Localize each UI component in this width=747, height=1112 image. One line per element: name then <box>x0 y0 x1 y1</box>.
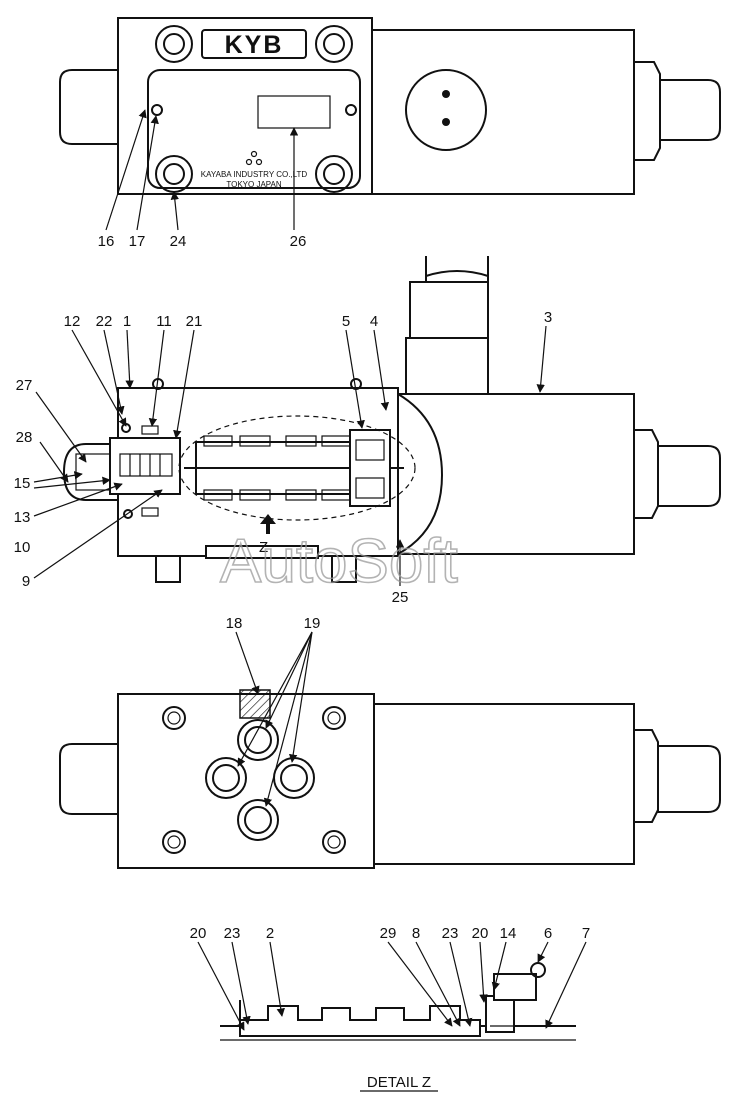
callout-5: 5 <box>342 313 350 330</box>
cable-gland <box>409 281 489 339</box>
callout-24: 24 <box>170 233 187 250</box>
callout-23b: 23 <box>442 925 459 942</box>
callout-12: 12 <box>64 313 81 330</box>
callout-3: 3 <box>544 309 552 326</box>
callout-8: 8 <box>412 925 420 942</box>
detail-z: 20 23 2 29 8 23 20 14 6 7 DETAIL Z <box>190 925 590 1092</box>
detail-z-outline <box>178 415 416 521</box>
mounting-hole-icon <box>322 706 346 730</box>
seal-assembly <box>349 429 391 507</box>
callout-1: 1 <box>123 313 131 330</box>
connector-box <box>405 337 489 397</box>
connector-pin-bottom <box>442 118 450 126</box>
port-right <box>331 555 357 583</box>
manual-cap <box>62 443 119 501</box>
right-nut <box>633 61 661 161</box>
callout-14: 14 <box>500 925 517 942</box>
nameplate-border <box>147 69 361 189</box>
port-o-ring-icon <box>237 719 279 761</box>
callout-28: 28 <box>16 429 33 446</box>
bottom-right-knob <box>657 745 721 813</box>
callout-13: 13 <box>14 509 31 526</box>
port-o-ring-icon <box>205 757 247 799</box>
mounting-hole-icon <box>162 706 186 730</box>
top-view: KYB KAYABA INDUSTRY CO.,LTD TOKYO JAPAN … <box>59 17 721 250</box>
bottom-nut <box>633 729 659 823</box>
callout-9: 9 <box>22 573 30 590</box>
solenoid-housing-bottom <box>373 703 635 865</box>
callout-27: 27 <box>16 377 33 394</box>
callout-20: 20 <box>190 925 207 942</box>
bottom-left-knob <box>59 743 119 815</box>
connector-pin-top <box>442 90 450 98</box>
plug-18 <box>239 689 271 719</box>
callout-10: 10 <box>14 539 31 556</box>
ball-6 <box>530 962 546 978</box>
callout-15: 15 <box>14 475 31 492</box>
callout-26: 26 <box>290 233 307 250</box>
cable <box>425 256 489 282</box>
logo-text: KYB <box>225 31 284 59</box>
solenoid-housing-top <box>371 29 635 195</box>
callout-7: 7 <box>582 925 590 942</box>
cap-block <box>493 973 537 1001</box>
callout-2: 2 <box>266 925 274 942</box>
section-view: Z 12 22 1 11 21 5 4 3 27 28 15 13 10 9 2… <box>14 256 721 606</box>
pin-hole-left <box>151 104 163 116</box>
spool-profile <box>239 1005 481 1037</box>
callout-19: 19 <box>304 615 321 632</box>
callout-20b: 20 <box>472 925 489 942</box>
logo-plate <box>201 29 307 59</box>
o-ring <box>123 509 133 519</box>
callout-4: 4 <box>370 313 378 330</box>
mounting-hole-icon <box>162 830 186 854</box>
detail-title: DETAIL Z <box>367 1074 431 1091</box>
callout-21: 21 <box>186 313 203 330</box>
callout-25: 25 <box>392 589 409 606</box>
callout-16: 16 <box>98 233 115 250</box>
left-knob <box>59 69 119 145</box>
bolt-icon <box>315 155 353 193</box>
bolt-icon <box>155 25 193 63</box>
mounting-hole-icon <box>322 830 346 854</box>
callout-29: 29 <box>380 925 397 942</box>
callout-23: 23 <box>224 925 241 942</box>
port-left <box>155 555 181 583</box>
company-location: TOKYO JAPAN <box>226 180 281 189</box>
watermark: AutoSoft <box>220 527 458 596</box>
callout-18: 18 <box>226 615 243 632</box>
pin-hole-right <box>345 104 357 116</box>
callout-17: 17 <box>129 233 146 250</box>
view-marker: Z <box>259 539 268 556</box>
section-nut <box>633 429 659 519</box>
callout-6: 6 <box>544 925 552 942</box>
base-plate <box>205 545 319 559</box>
company-name: KAYABA INDUSTRY CO.,LTD <box>201 170 308 179</box>
port-o-ring-icon <box>237 799 279 841</box>
right-knob <box>659 79 721 141</box>
section-knob <box>657 445 721 507</box>
connector-circle <box>405 69 487 151</box>
callout-11: 11 <box>156 313 172 330</box>
view-arrow-icon <box>260 514 276 534</box>
logo-icon <box>245 150 263 166</box>
bottom-view: 18 19 <box>59 615 721 869</box>
armature-curve <box>397 393 444 555</box>
spring <box>119 453 173 477</box>
bolt-icon <box>315 25 353 63</box>
callout-22: 22 <box>96 313 113 330</box>
o-ring-11b <box>141 507 159 517</box>
